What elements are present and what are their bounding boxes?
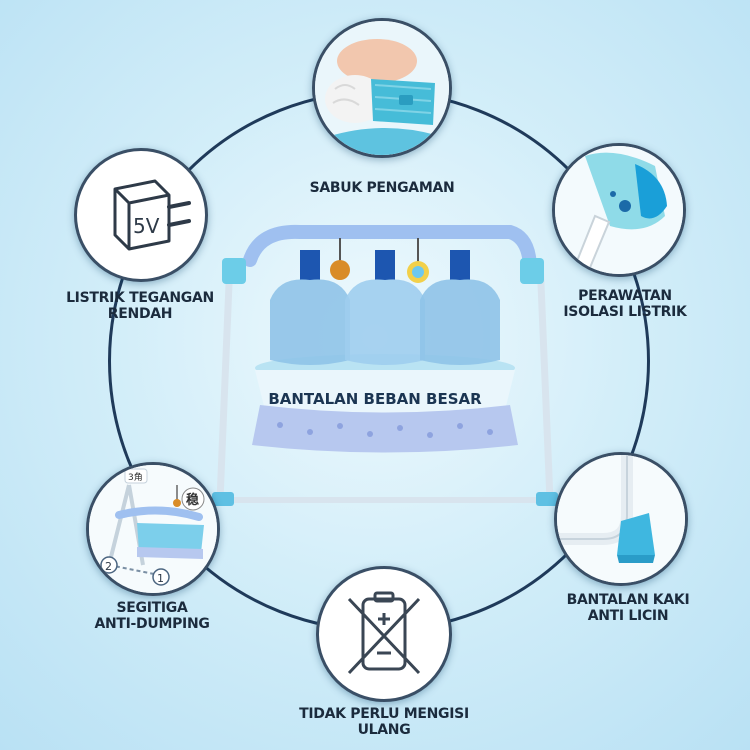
cradle-illustration [212, 224, 558, 506]
foot-pad-photo [557, 455, 685, 583]
power-adapter-icon [113, 179, 191, 251]
heavy-load-label: BANTALAN BEBAN BESAR [268, 390, 482, 408]
point-2-text: 2 [105, 560, 112, 573]
anti-dumping-label: SEGITIGA ANTI-DUMPING [62, 600, 242, 632]
insulation-bubble [552, 143, 686, 277]
no-recharge-label-line1: TIDAK PERLU MENGISI [299, 706, 469, 722]
foot-pad-label-line2: ANTI LICIN [587, 608, 669, 624]
anti-dumping-bubble: 3角 稳 2 1 [86, 462, 220, 596]
no-recharge-label-line2: ULANG [357, 722, 411, 738]
water-bottles [270, 250, 500, 365]
no-recharge-bubble [316, 566, 452, 702]
safety-belt-photo [315, 21, 449, 155]
insulation-label-line1: PERAWATAN [578, 288, 672, 304]
point-1-text: 1 [157, 572, 164, 585]
low-voltage-label: LISTRIK TEGANGAN RENDAH [40, 290, 240, 322]
foot-pad-bubble [554, 452, 688, 586]
insulation-photo [555, 146, 683, 274]
stable-stamp [181, 487, 205, 511]
foot-pad-label-line1: BANTALAN KAKI [566, 592, 690, 608]
voltage-text: 5V [133, 214, 160, 238]
anti-dumping-label-line2: ANTI-DUMPING [94, 616, 210, 632]
point-1-marker [152, 568, 170, 586]
triangle-tag [124, 468, 148, 484]
triangle-tag-text: 3角 [128, 471, 143, 483]
safety-belt-bubble [312, 18, 452, 158]
low-voltage-label-line1: LISTRIK TEGANGAN [66, 290, 214, 306]
safety-belt-label: SABUK PENGAMAN [309, 180, 455, 196]
anti-dumping-label-line1: SEGITIGA [116, 600, 188, 616]
point-2-marker [100, 556, 118, 574]
insulation-label-line2: ISOLASI LISTRIK [563, 304, 687, 320]
foot-pad-label: BANTALAN KAKI ANTI LICIN [538, 592, 718, 624]
no-recharge-label: TIDAK PERLU MENGISI ULANG [270, 706, 498, 738]
stable-stamp-text: 稳 [186, 492, 199, 508]
insulation-label: PERAWATAN ISOLASI LISTRIK [535, 288, 715, 320]
no-battery-icon [347, 591, 421, 675]
low-voltage-label-line2: RENDAH [107, 306, 173, 322]
low-voltage-bubble: 5V [74, 148, 208, 282]
